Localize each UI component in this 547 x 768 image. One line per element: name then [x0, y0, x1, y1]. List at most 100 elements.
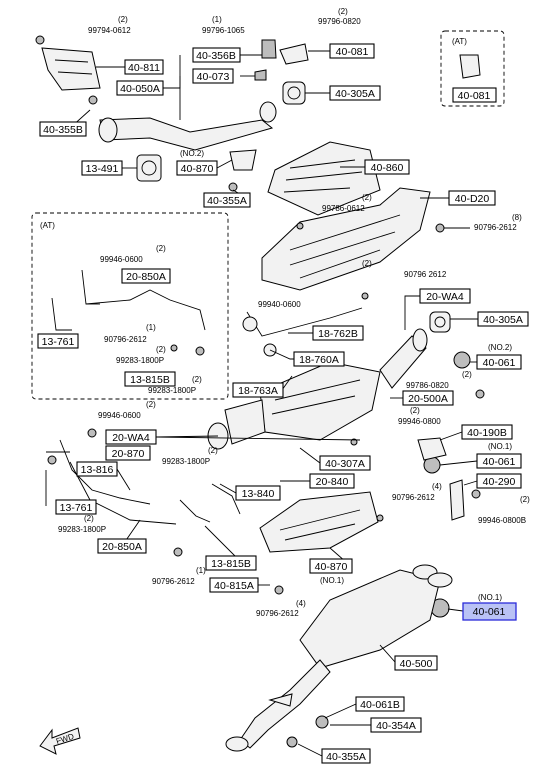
svg-text:(2): (2): [362, 193, 372, 202]
svg-text:90796 2612: 90796 2612: [404, 270, 447, 279]
svg-text:(NO.1): (NO.1): [320, 576, 344, 585]
heat-shield-lower: [261, 187, 431, 291]
label-40-061-highlighted[interactable]: 40-061: [462, 602, 517, 621]
hanger-no2: [453, 351, 471, 369]
svg-text:(2): (2): [410, 406, 420, 415]
svg-text:(2): (2): [338, 7, 348, 16]
svg-text:90796-2612: 90796-2612: [256, 609, 299, 618]
label-18-763a: 18-763A: [232, 382, 284, 398]
svg-text:13-815B: 13-815B: [130, 374, 170, 386]
label-20-500a: 20-500A: [402, 390, 454, 406]
label-40-061-no2: 40-061: [476, 354, 522, 370]
label-40-050a: 40-050A: [116, 80, 164, 96]
svg-text:(2): (2): [84, 514, 94, 523]
svg-text:40-870: 40-870: [181, 163, 214, 175]
svg-text:99283-1800P: 99283-1800P: [148, 386, 196, 395]
label-40-081: 40-081: [329, 43, 375, 59]
label-20-wa4-right: 20-WA4: [419, 288, 471, 304]
svg-text:99946-0600: 99946-0600: [98, 411, 141, 420]
label-13-816: 13-816: [76, 461, 118, 477]
svg-text:40-356B: 40-356B: [196, 50, 236, 62]
svg-text:(2): (2): [146, 400, 156, 409]
svg-text:40-050A: 40-050A: [120, 83, 160, 95]
svg-text:40-354A: 40-354A: [376, 720, 416, 732]
heat-shield-manifold: [41, 47, 101, 91]
label-13-761-bottom: 13-761: [55, 499, 97, 515]
label-40-305a-top: 40-305A: [329, 85, 381, 101]
label-13-761-top: 13-761: [37, 333, 79, 349]
svg-text:40-061: 40-061: [483, 456, 516, 468]
svg-text:(2): (2): [362, 259, 372, 268]
svg-text:99786-0612: 99786-0612: [322, 204, 365, 213]
catalytic-converter: [259, 361, 381, 441]
svg-text:18-762B: 18-762B: [318, 328, 358, 340]
label-13-815b-bottom: 13-815B: [205, 555, 257, 571]
svg-text:40-355A: 40-355A: [326, 751, 366, 763]
svg-text:40-815A: 40-815A: [214, 580, 254, 592]
fastener-labels: (2) 99794-0612 (1) 99796-1065 (2) 99796-…: [40, 7, 530, 618]
label-40-870-bottom: 40-870: [309, 558, 353, 574]
svg-text:99283-1800P: 99283-1800P: [162, 457, 210, 466]
svg-text:40-081: 40-081: [336, 46, 369, 58]
svg-text:90796-2612: 90796-2612: [152, 577, 195, 586]
svg-text:99946-0600: 99946-0600: [100, 255, 143, 264]
svg-text:99283-1800P: 99283-1800P: [116, 356, 164, 365]
label-13-815b-top: 13-815B: [124, 371, 176, 387]
svg-text:(NO.1): (NO.1): [488, 442, 512, 451]
svg-text:(2): (2): [520, 495, 530, 504]
label-40-073: 40-073: [192, 68, 234, 84]
svg-text:20-840: 20-840: [316, 476, 349, 488]
svg-text:(2): (2): [118, 15, 128, 24]
label-40-355a-bottom: 40-355A: [321, 748, 371, 764]
svg-text:99796-0820: 99796-0820: [318, 17, 361, 26]
svg-text:(4): (4): [296, 599, 306, 608]
svg-text:(AT): (AT): [452, 37, 467, 46]
svg-text:40-860: 40-860: [371, 162, 404, 174]
svg-text:(4): (4): [432, 482, 442, 491]
label-13-840: 13-840: [235, 485, 281, 501]
label-40-061-no1a: 40-061: [476, 453, 522, 469]
label-40-860: 40-860: [364, 159, 410, 175]
label-40-870-top: 40-870: [176, 160, 218, 176]
svg-text:40-081: 40-081: [458, 90, 491, 102]
svg-text:90796-2612: 90796-2612: [104, 335, 147, 344]
svg-text:13-816: 13-816: [81, 464, 114, 476]
svg-text:(2): (2): [192, 375, 202, 384]
svg-text:99794-0612: 99794-0612: [88, 26, 131, 35]
label-20-wa4-left: 20-WA4: [105, 429, 157, 445]
label-20-850a-bottom: 20-850A: [97, 538, 147, 554]
heat-shield-middle: [259, 491, 379, 553]
svg-text:20-500A: 20-500A: [408, 393, 448, 405]
svg-text:13-761: 13-761: [60, 502, 93, 514]
svg-text:99283-1800P: 99283-1800P: [58, 525, 106, 534]
label-40-081-at: 40-081: [452, 87, 497, 103]
svg-text:90796-2612: 90796-2612: [474, 223, 517, 232]
svg-text:40-D20: 40-D20: [455, 193, 490, 205]
muffler: [299, 569, 441, 669]
svg-text:99786-0820: 99786-0820: [406, 381, 449, 390]
label-40-307a: 40-307A: [319, 455, 371, 471]
svg-text:(2): (2): [208, 446, 218, 455]
svg-text:40-500: 40-500: [400, 658, 433, 670]
svg-text:40-190B: 40-190B: [467, 427, 507, 439]
fasteners: [35, 35, 485, 595]
forward-arrow-icon: FWD: [39, 727, 81, 755]
at-box-top-right: [440, 30, 505, 107]
label-40-190b: 40-190B: [461, 424, 513, 440]
svg-text:(2): (2): [462, 370, 472, 379]
svg-text:(8): (8): [512, 213, 522, 222]
svg-text:13-761: 13-761: [42, 336, 75, 348]
svg-text:18-763A: 18-763A: [238, 385, 278, 397]
svg-text:(2): (2): [156, 345, 166, 354]
svg-text:40-811: 40-811: [128, 62, 160, 74]
label-40-815a: 40-815A: [209, 577, 259, 593]
svg-text:40-307A: 40-307A: [325, 458, 365, 470]
front-pipe: [99, 117, 274, 151]
svg-text:90796-2612: 90796-2612: [392, 493, 435, 502]
svg-text:(1): (1): [212, 15, 222, 24]
svg-text:(2): (2): [156, 244, 166, 253]
svg-text:(1): (1): [196, 566, 206, 575]
label-20-850a-top: 20-850A: [121, 268, 171, 284]
label-40-500: 40-500: [394, 655, 438, 671]
